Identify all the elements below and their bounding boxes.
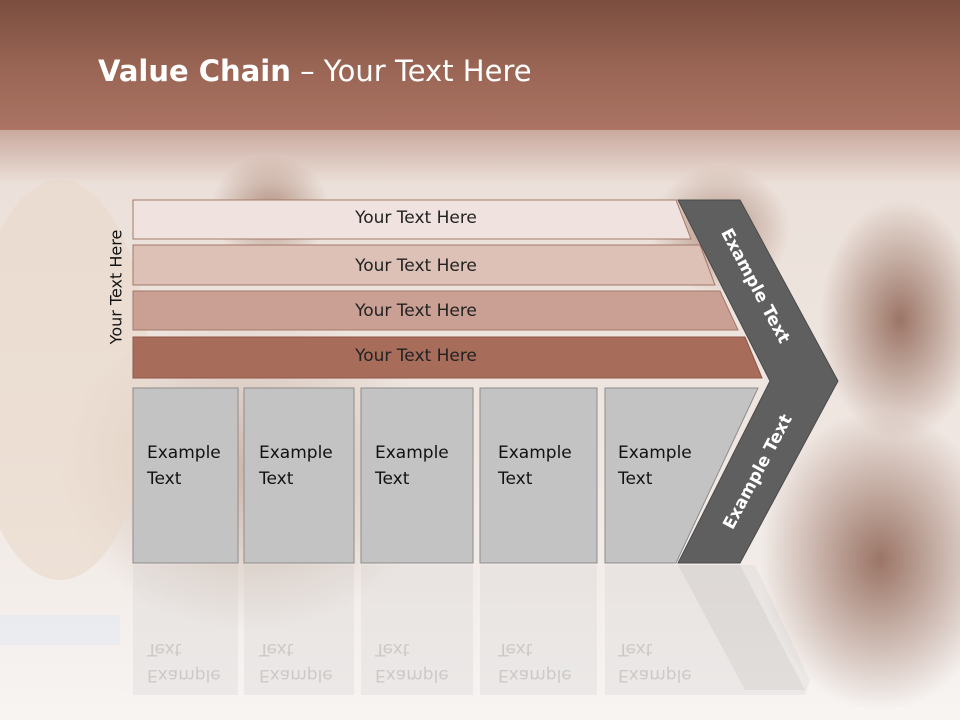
cell-label-4: Example Text — [498, 440, 572, 492]
cell-shape-4 — [479, 387, 598, 564]
title-bold: Value Chain — [98, 54, 291, 88]
cell-reflection-2-line2: Text — [259, 639, 294, 659]
cell-reflection-5-line1: Example — [618, 665, 692, 685]
row-shape-4 — [132, 336, 763, 379]
cell-reflection-1-line2: Text — [147, 639, 182, 659]
header-band — [0, 0, 960, 130]
cell-reflection-3-line1: Example — [375, 665, 449, 685]
cell-label-5: Example Text — [618, 440, 692, 492]
cell-label-2-line2: Text — [259, 469, 294, 489]
cell-reflection-5: Example Text — [618, 636, 692, 688]
cell-shape-1 — [132, 387, 239, 564]
row-label-2: Your Text Here — [355, 256, 477, 276]
row-shape-3 — [132, 290, 739, 331]
cell-shape-3 — [360, 387, 474, 564]
cell-reflection-2: Example Text — [259, 636, 333, 688]
cell-reflection-3-line2: Text — [375, 639, 410, 659]
cell-reflection-1-line1: Example — [147, 665, 221, 685]
cell-label-4-line2: Text — [498, 469, 533, 489]
row-label-4: Your Text Here — [355, 346, 477, 366]
row-label-3: Your Text Here — [355, 301, 477, 321]
cell-shape-2 — [243, 387, 355, 564]
cell-label-3-line2: Text — [375, 469, 410, 489]
cell-label-1-line1: Example — [147, 443, 221, 463]
title-rest: – Your Text Here — [290, 54, 532, 88]
cell-label-3-line1: Example — [375, 443, 449, 463]
cell-reflection-5-line2: Text — [618, 639, 653, 659]
cell-label-2: Example Text — [259, 440, 333, 492]
cell-label-5-line1: Example — [618, 443, 692, 463]
row-shape-2 — [132, 244, 716, 286]
cell-reflection-4: Example Text — [498, 636, 572, 688]
row-label-1: Your Text Here — [355, 208, 477, 228]
row-shape-1 — [132, 199, 692, 240]
slide-title: Value Chain – Your Text Here — [98, 54, 532, 88]
cell-label-4-line1: Example — [498, 443, 572, 463]
cell-label-1: Example Text — [147, 440, 221, 492]
cell-reflection-2-line1: Example — [259, 665, 333, 685]
cell-label-2-line1: Example — [259, 443, 333, 463]
cell-label-1-line2: Text — [147, 469, 182, 489]
cell-label-5-line2: Text — [618, 469, 653, 489]
cell-reflection-4-line2: Text — [498, 639, 533, 659]
cell-reflection-1: Example Text — [147, 636, 221, 688]
diagram-reflection — [133, 565, 810, 695]
cell-reflection-4-line1: Example — [498, 665, 572, 685]
chevron-shape — [677, 199, 839, 564]
cell-label-3: Example Text — [375, 440, 449, 492]
header-fade — [0, 125, 960, 185]
cell-shape-5 — [604, 387, 759, 564]
cell-reflection-3: Example Text — [375, 636, 449, 688]
